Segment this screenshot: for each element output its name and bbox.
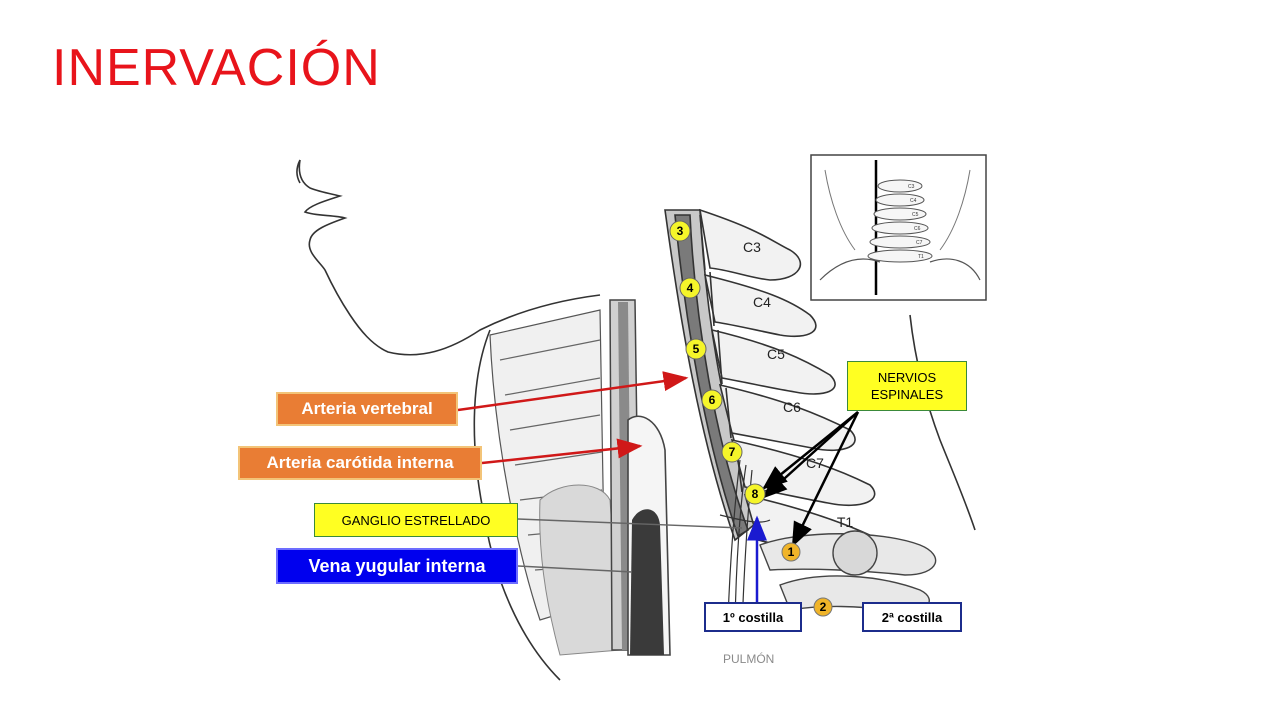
nerve-marker-label-8: 8 [752, 487, 759, 501]
vertebra-label-c4: C4 [753, 294, 771, 310]
rib-marker-2 [813, 597, 833, 617]
label-nervios-line2: ESPINALES [870, 387, 944, 402]
pointer-lines [517, 518, 743, 573]
label-ganglio-estrellado: GANGLIO ESTRELLADO [314, 503, 518, 537]
label-segunda-costilla: 2ª costilla [862, 602, 962, 632]
label-costilla-1-text: 1º costilla [722, 609, 784, 625]
nerve-markers [669, 220, 766, 505]
label-nervios-espinales: NERVIOS ESPINALES [847, 361, 967, 411]
label-vena-yugular: Vena yugular interna [276, 548, 518, 584]
rib-marker-1 [781, 542, 801, 562]
label-costilla-2-text: 2ª costilla [881, 609, 943, 625]
nerve-marker-8 [744, 483, 766, 505]
inset-label-c5: C5 [912, 212, 919, 218]
nerve-marker-6 [701, 389, 723, 411]
nerve-marker-label-5: 5 [693, 342, 700, 356]
black-arrows [762, 411, 860, 548]
vertebra-label-t1: T1 [837, 514, 854, 530]
nerve-marker-3 [669, 220, 691, 242]
label-primera-costilla: 1º costilla [704, 602, 802, 632]
inset-label-t1: T1 [918, 254, 924, 260]
red-arrows [457, 371, 689, 465]
label-ganglio-text: GANGLIO ESTRELLADO [341, 512, 491, 528]
rib-marker-label-2: 2 [820, 600, 827, 614]
rib-marker-label-1: 1 [788, 545, 795, 559]
nerve-marker-label-6: 6 [709, 393, 716, 407]
label-vena-yugular-text: Vena yugular interna [308, 555, 486, 576]
head-profile [296, 159, 601, 356]
label-arteria-carotida-text: Arteria carótida interna [266, 453, 454, 472]
label-nervios-line1: NERVIOS [877, 370, 937, 385]
inset-label-c3: C3 [908, 184, 915, 190]
label-pulmon: PULMÓN [723, 652, 775, 666]
nerve-marker-5 [685, 338, 707, 360]
vertebra-label-c6: C6 [783, 399, 801, 415]
label-arteria-carotida: Arteria carótida interna [238, 446, 482, 480]
inset-label-c6: C6 [914, 226, 921, 232]
lung-region [539, 484, 621, 656]
nerve-marker-7 [721, 441, 743, 463]
slide-title: INERVACIÓN [52, 39, 381, 97]
inset-spine-view [810, 154, 987, 301]
ribs [759, 530, 937, 614]
nerve-marker-4 [679, 277, 701, 299]
inset-label-c4: C4 [910, 198, 917, 204]
vertebra-label-c5: C5 [767, 346, 785, 362]
rib-markers [781, 542, 833, 617]
vertebra-label-c3: C3 [743, 239, 761, 255]
inset-label-c7: C7 [916, 240, 923, 246]
nerve-marker-label-4: 4 [687, 281, 694, 295]
nerve-marker-label-3: 3 [677, 224, 684, 238]
label-arteria-vertebral: Arteria vertebral [276, 392, 458, 426]
nerve-marker-label-7: 7 [729, 445, 736, 459]
label-arteria-vertebral-text: Arteria vertebral [301, 399, 433, 418]
vertebra-label-c7: C7 [806, 455, 824, 471]
vessels [609, 299, 671, 656]
